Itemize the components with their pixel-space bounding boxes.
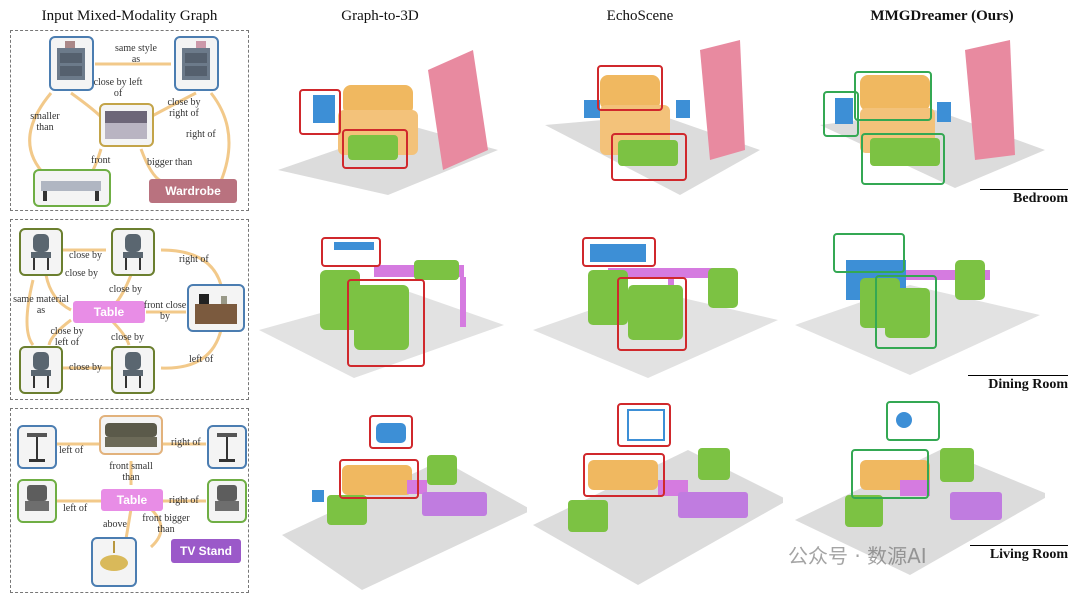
chair-image-node-3 <box>19 346 63 394</box>
title-input-graph: Input Mixed-Modality Graph <box>41 8 218 24</box>
edge-label: close by <box>111 332 145 343</box>
title-mmgdreamer: MMGDreamer (Ours) <box>870 8 1014 24</box>
chair-image-node-4 <box>111 346 155 394</box>
chair-image-node-2 <box>111 228 155 276</box>
side-table-image-node-1 <box>17 425 57 469</box>
edge-label: right of <box>169 495 199 506</box>
edge-label: left of <box>59 445 84 456</box>
nightstand-image-node-2 <box>174 36 219 91</box>
room-label-bedroom: Bedroom <box>980 189 1068 207</box>
edge-label: front close by <box>143 300 187 322</box>
edge-label: front small than <box>109 461 153 483</box>
bedroom-scene-graph-to-3d <box>268 30 523 200</box>
living-render <box>282 415 527 590</box>
chair-icon <box>123 234 143 270</box>
dining-render <box>533 237 778 378</box>
edge-label: left of <box>63 503 88 514</box>
dining-scene-graph-to-3d <box>254 230 509 380</box>
edge-label: right of <box>171 437 201 448</box>
edge-label: close by left of <box>50 326 84 348</box>
bedroom-render <box>278 50 498 195</box>
edge-label: left of <box>189 354 214 365</box>
title-graph-to-3d: Graph-to-3D <box>341 8 419 24</box>
dining-scene-echoscene <box>528 230 783 380</box>
sofa-icon <box>105 423 157 447</box>
bed-icon <box>105 111 147 139</box>
edge-label: right of <box>186 129 216 140</box>
armchair-image-node-1 <box>17 479 57 523</box>
dining-graph-panel: Table close by right of close by close b… <box>10 219 249 400</box>
living-graph-arrows <box>56 442 206 549</box>
bed-image-node <box>99 103 154 147</box>
living-render <box>795 401 1045 575</box>
sofa-image-node <box>99 415 163 455</box>
chair-icon <box>31 352 51 388</box>
wardrobe-text-node: Wardrobe <box>149 179 237 203</box>
edge-label: same material as <box>13 294 69 316</box>
tv-stand-text-node: TV Stand <box>171 539 241 563</box>
sideboard-image-node <box>187 284 245 332</box>
bedroom-graph-panel: Wardrobe same style as close by left of … <box>10 30 249 211</box>
armchair-icon <box>215 485 239 511</box>
living-scene-echoscene <box>528 400 783 590</box>
edge-label: smaller than <box>30 111 60 133</box>
bench-image-node <box>33 169 111 207</box>
edge-label: close by <box>109 284 143 295</box>
edge-label: close by <box>69 362 103 373</box>
living-scene-graph-to-3d <box>272 400 527 590</box>
chair-icon <box>123 352 143 388</box>
dining-graph-arrows <box>25 248 223 370</box>
chandelier-image-node <box>91 537 137 587</box>
edge-label: close by <box>65 268 99 279</box>
chandelier-icon <box>100 541 128 571</box>
living-scene-mmgdreamer <box>790 400 1045 590</box>
title-echoscene: EchoScene <box>606 8 674 24</box>
living-graph-panel: Table TV Stand left of right of front sm… <box>10 408 249 593</box>
side-table-icon <box>217 433 237 462</box>
edge-label: right of <box>179 254 209 265</box>
dining-render <box>795 233 1040 375</box>
table-text-node: Table <box>101 489 163 511</box>
edge-label: front <box>91 155 111 166</box>
edge-label: front bigger than <box>142 513 190 535</box>
nightstand-image-node-1 <box>49 36 94 91</box>
edge-label: bigger than <box>147 157 193 168</box>
room-label-dining-room: Dining Room <box>968 375 1068 393</box>
armchair-image-node-2 <box>207 479 247 523</box>
edge-label: close by <box>69 250 103 261</box>
chair-icon <box>31 234 51 270</box>
table-text-node: Table <box>73 301 145 323</box>
armchair-icon <box>25 485 49 511</box>
room-label-living-room: Living Room <box>970 545 1068 563</box>
side-table-image-node-2 <box>207 425 247 469</box>
bedroom-render <box>820 40 1045 188</box>
nightstand-icon <box>182 41 210 80</box>
edge-label: above <box>103 519 127 530</box>
bedroom-render <box>545 40 760 195</box>
bench-icon <box>41 181 101 201</box>
bedroom-scene-mmgdreamer <box>815 30 1070 190</box>
dining-render <box>259 237 504 378</box>
nightstand-icon <box>57 41 85 80</box>
chair-image-node-1 <box>19 228 63 276</box>
bedroom-scene-echoscene <box>540 30 795 200</box>
edge-label: close by left of <box>93 77 143 99</box>
living-render <box>533 403 783 585</box>
side-table-icon <box>27 433 47 462</box>
watermark: 公众号 · 数源AI <box>788 544 927 568</box>
sideboard-icon <box>195 294 237 324</box>
edge-label: same style as <box>115 43 157 65</box>
dining-scene-mmgdreamer <box>790 230 1045 380</box>
edge-label: close by right of <box>167 97 201 119</box>
